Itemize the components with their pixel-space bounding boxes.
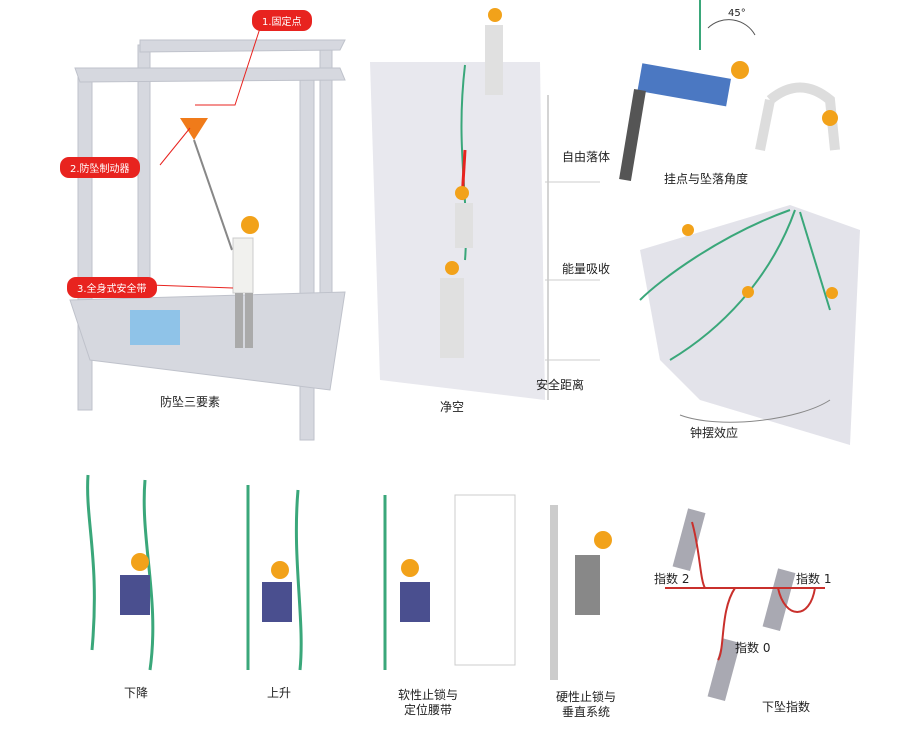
steel-frame — [69, 39, 346, 441]
caption-anchor-angle: 挂点与坠落角度 — [664, 172, 749, 186]
caption-soft-lock-2: 定位腰带 — [404, 703, 453, 717]
tag-fall-arrester: 2.防坠制动器 — [60, 157, 140, 178]
caption-soft-lock-1: 软性止锁与 — [398, 688, 459, 702]
caption-fall-factor: 下坠指数 — [762, 700, 811, 714]
fall-factor-1-label: 指数 1 — [796, 572, 832, 586]
fall-factor-figures — [672, 508, 796, 702]
caption-three-elements: 防坠三要素 — [160, 395, 221, 409]
worker-figure — [232, 216, 259, 348]
caption-rigid-lock-2: 垂直系统 — [562, 705, 611, 719]
caption-pendulum: 钟摆效应 — [690, 426, 739, 440]
caption-descend: 下降 — [124, 686, 149, 700]
tag-anchor-point: 1.固定点 — [252, 10, 312, 31]
angle-label: 45° — [728, 8, 746, 19]
caption-clearance: 净空 — [440, 400, 465, 414]
caption-rigid-lock: 硬性止锁与 垂直系统 — [556, 690, 616, 720]
zone-energy-absorption: 能量吸收 — [562, 262, 611, 276]
fall-factor-2-label: 指数 2 — [654, 572, 690, 586]
tag-full-body-harness: 3.全身式安全带 — [67, 277, 157, 298]
wall-block — [640, 205, 860, 445]
fall-arrester-device — [180, 118, 208, 140]
zone-free-fall: 自由落体 — [562, 150, 611, 164]
caption-rigid-lock-1: 硬性止锁与 — [556, 690, 617, 704]
caption-ascend: 上升 — [267, 686, 292, 700]
zone-safety-distance: 安全距离 — [536, 378, 585, 392]
fall-factor-0-label: 指数 0 — [735, 641, 771, 655]
equipment-box — [130, 310, 180, 345]
caption-soft-lock: 软性止锁与 定位腰带 — [398, 688, 458, 718]
